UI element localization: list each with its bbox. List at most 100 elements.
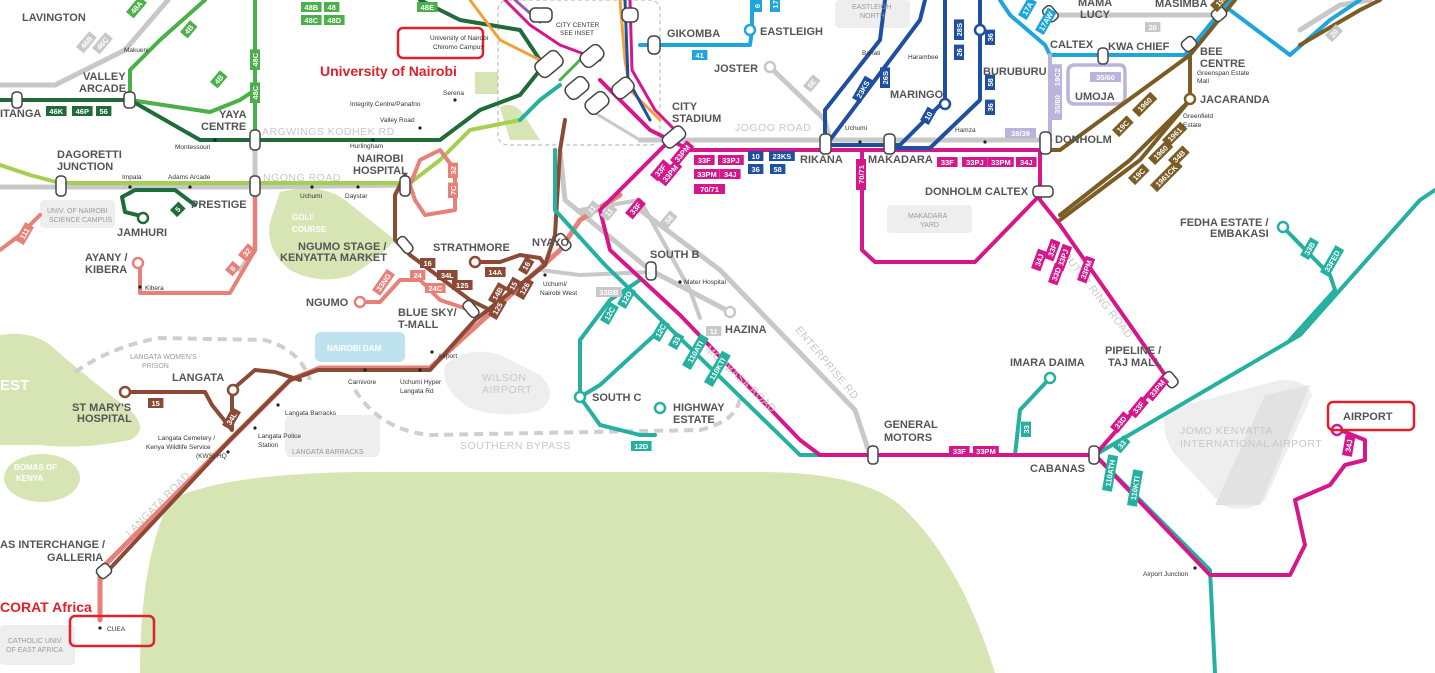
stop-mater[interactable]: Mater Hospital xyxy=(684,279,726,286)
route-badge-r-4c[interactable]: 4B xyxy=(180,20,198,39)
route-badge-r-16[interactable]: 16 xyxy=(420,258,436,268)
stop-langata-barracks[interactable]: Langata Barracks xyxy=(285,410,337,417)
stop-hurlingham[interactable]: Hurlingham xyxy=(350,143,383,150)
station-buruburu[interactable]: BURUBURU xyxy=(983,66,1047,78)
stop-greenspan-1[interactable]: Greenspan Estate xyxy=(1197,70,1250,77)
station-galleria-2[interactable]: GALLERIA xyxy=(47,552,103,564)
route-badge-r-12d-b[interactable]: 12D xyxy=(631,441,652,451)
route-badge-r-19c[interactable]: 19C xyxy=(1112,115,1134,138)
route-badge-r-110kt-c[interactable]: 110KTI xyxy=(1127,469,1144,507)
station-fedha-2[interactable]: EMBAKASI xyxy=(1210,228,1269,240)
station-ngumo[interactable]: NGUMO xyxy=(306,297,349,309)
route-badge-r-14a[interactable]: 14A xyxy=(485,267,506,277)
route-badge-r-33-m[interactable]: 33 xyxy=(668,331,685,350)
stop-daystar[interactable]: Daystar xyxy=(345,193,368,200)
station-hazina[interactable]: HAZINA xyxy=(725,324,767,336)
route-badge-r-26s[interactable]: 26S xyxy=(880,67,890,88)
station-jamhuri[interactable]: JAMHURI xyxy=(117,227,167,239)
stop-montessouri[interactable]: Montessouri xyxy=(175,144,210,151)
stop-langata-cemetery-2[interactable]: Kenya Wildlife Service xyxy=(146,444,211,451)
stop-greenfield-2[interactable]: Estate xyxy=(1183,122,1202,129)
route-badge-r-110at-c[interactable]: 110ATH xyxy=(1102,454,1119,492)
station-valley-arcade-1[interactable]: VALLEY xyxy=(83,71,126,83)
stop-adams[interactable]: Adams Arcade xyxy=(168,174,211,181)
stop-airport-junction[interactable]: Airport Junction xyxy=(1143,571,1189,578)
route-badge-r-26[interactable]: 26 xyxy=(954,44,964,60)
station-yaya-1[interactable]: YAYA xyxy=(219,109,247,121)
station-langata[interactable]: LANGATA xyxy=(172,372,224,384)
stop-hamza[interactable]: Hamza xyxy=(955,127,976,134)
route-badge-r-33d-o[interactable]: 33D xyxy=(1048,262,1065,286)
route-badge-r-48b[interactable]: 48B xyxy=(301,2,322,12)
station-lavington[interactable]: LAVINGTON xyxy=(22,12,86,24)
route-badge-r-33pm-m[interactable]: 33PM xyxy=(988,157,1014,167)
station-mama-lucy[interactable]: MAMA xyxy=(1078,0,1112,9)
route-badge-r-17a2[interactable]: 17A xyxy=(1018,0,1037,20)
route-badge-r-111[interactable]: 111 xyxy=(14,222,34,245)
route-badge-r-32b[interactable]: 32 xyxy=(448,162,458,178)
route-badge-r-33f-o[interactable]: 33F xyxy=(1044,238,1061,262)
station-ayany-1[interactable]: AYANY / xyxy=(85,252,127,264)
route-badge-r-33pj[interactable]: 33PJ xyxy=(718,155,744,165)
station-ayany-2[interactable]: KIBERA xyxy=(85,264,127,276)
stop-uon-chiromo-1[interactable]: University of Nairobi xyxy=(430,35,488,42)
stop-carnivore[interactable]: Carnivore xyxy=(348,379,377,386)
station-kitanga[interactable]: ITANGA xyxy=(0,108,41,120)
station-highway-1[interactable]: HIGHWAY xyxy=(673,402,725,414)
station-st-marys-2[interactable]: HOSPITAL xyxy=(77,413,132,425)
station-makadara[interactable]: MAKADARA xyxy=(868,154,933,166)
route-badge-r-11b[interactable]: 11 xyxy=(600,203,618,222)
route-badge-r-20b[interactable]: 20 xyxy=(1325,24,1343,43)
station-mama-lucy-2[interactable]: LUCY xyxy=(1080,9,1111,21)
route-badge-r-5[interactable]: 5 xyxy=(170,201,186,218)
station-pipeline-2[interactable]: TAJ MALL xyxy=(1108,357,1162,369)
station-dagoretti-1[interactable]: DAGORETTI xyxy=(57,149,122,161)
station-airport[interactable]: AIRPORT xyxy=(1343,411,1393,423)
station-bee-centre-1[interactable]: BEE xyxy=(1200,46,1223,58)
stop-greenspan-2[interactable]: Mall xyxy=(1197,78,1209,85)
route-badge-r-33pm-gm[interactable]: 33PM xyxy=(973,446,999,456)
route-badge-r-58v[interactable]: 58 xyxy=(985,74,995,90)
route-badge-r-35-60[interactable]: 35/60 xyxy=(1090,72,1121,82)
stop-valley-road[interactable]: Valley Road xyxy=(380,117,415,124)
route-badge-r-36[interactable]: 36 xyxy=(748,164,764,174)
route-badge-r-7c[interactable]: 7C xyxy=(448,182,458,198)
route-badge-r-24[interactable]: 24 xyxy=(410,270,426,280)
stop-uchumi-hyper-2[interactable]: Langata Rd xyxy=(400,388,434,395)
route-badge-r-33bb[interactable]: 33BB xyxy=(596,287,622,297)
stop-integrity[interactable]: Integrity Centre/Panafrio xyxy=(350,101,421,108)
route-badge-r-46b[interactable]: 46B xyxy=(76,31,97,54)
route-badge-r-10v[interactable]: 10 xyxy=(920,106,937,125)
stop-airport[interactable]: Airport xyxy=(438,353,457,360)
route-badge-r-23ks[interactable]: 23KS xyxy=(769,151,795,161)
route-badge-r-6e[interactable]: 6E xyxy=(803,74,821,93)
route-badge-r-34j-o[interactable]: 34J xyxy=(1031,248,1048,272)
route-badge-r-20[interactable]: 20 xyxy=(1145,22,1161,32)
station-ngumo-stage-1[interactable]: NGUMO STAGE / xyxy=(298,241,386,253)
station-nairobi-hospital-2[interactable]: HOSPITAL xyxy=(353,165,408,177)
route-badge-r-48c2[interactable]: 48C xyxy=(250,49,260,70)
station-kwa-chief[interactable]: KWA CHIEF xyxy=(1108,41,1170,53)
route-badge-r-8[interactable]: 8 xyxy=(225,260,241,277)
station-city-stadium-1[interactable]: CITY xyxy=(672,101,698,113)
route-badge-r-33f[interactable]: 33F xyxy=(694,155,715,165)
station-city-stadium-2[interactable]: STADIUM xyxy=(672,113,721,125)
station-fedha-1[interactable]: FEDHA ESTATE / xyxy=(1180,217,1268,229)
station-gikomba[interactable]: GIKOMBA xyxy=(667,28,720,40)
station-blue-sky-2[interactable]: T-MALL xyxy=(398,319,439,331)
route-badge-r-70-71-v[interactable]: 70/71 xyxy=(856,159,866,190)
route-badge-r-28s[interactable]: 28S xyxy=(954,19,964,40)
route-badge-r-125[interactable]: 125 xyxy=(452,280,473,290)
station-nairobi-hospital-1[interactable]: NAIROBI xyxy=(357,153,403,165)
stop-kibera[interactable]: Kibera xyxy=(145,285,164,292)
route-badge-r-46k[interactable]: 46K xyxy=(46,106,67,116)
station-valley-arcade-2[interactable]: ARCADE xyxy=(79,83,126,95)
station-maringo[interactable]: MARINGO xyxy=(890,89,944,101)
stop-bahati[interactable]: Bahati xyxy=(862,50,880,57)
route-badge-r-32[interactable]: 32 xyxy=(238,243,256,262)
route-badge-r-10[interactable]: 10 xyxy=(748,151,764,161)
stop-makueni[interactable]: Makueni xyxy=(124,47,149,54)
stop-uchumi[interactable]: Uchumi xyxy=(300,193,322,200)
station-galleria-1[interactable]: AS INTERCHANGE / xyxy=(0,539,105,551)
route-badge-r-33pm-p[interactable]: 33PM xyxy=(1145,375,1170,402)
